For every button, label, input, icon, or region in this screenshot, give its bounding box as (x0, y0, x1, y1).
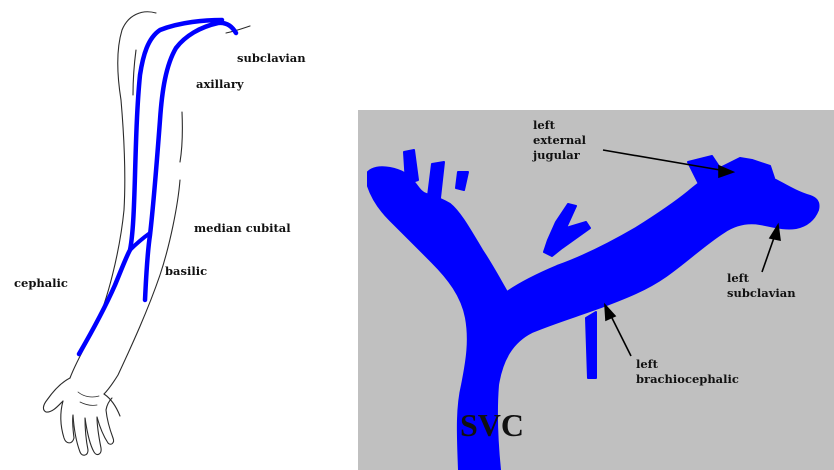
label-left-external-jugular: left external jugular (533, 118, 586, 163)
label-axillary: axillary (196, 77, 244, 92)
label-left-subclavian: left subclavian (727, 271, 796, 301)
label-cephalic: cephalic (14, 276, 68, 291)
label-median-cubital: median cubital (194, 221, 291, 236)
label-svc: SVC (460, 408, 524, 442)
label-basilic: basilic (165, 264, 207, 279)
label-left-brachiocephalic: left brachiocephalic (636, 357, 739, 387)
vein-branch-descending (586, 312, 596, 378)
label-subclavian: subclavian (237, 51, 306, 66)
